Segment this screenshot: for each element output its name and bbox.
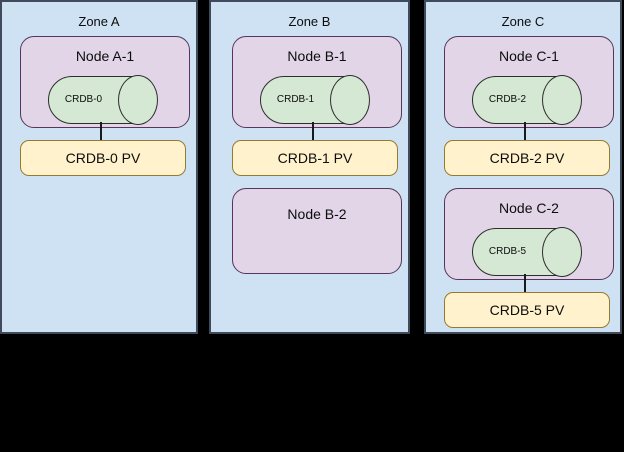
database-crdb-0-label: CRDB-0 bbox=[64, 94, 103, 105]
cylinder-cap bbox=[542, 75, 582, 125]
node-b-2-title: Node B-2 bbox=[287, 206, 347, 222]
volume-crdb-2-pv-label: CRDB-2 PV bbox=[489, 149, 565, 166]
volume-crdb-0-pv-label: CRDB-0 PV bbox=[65, 149, 141, 166]
node-b-2: Node B-2 bbox=[232, 188, 402, 274]
database-crdb-5-label: CRDB-5 bbox=[488, 246, 527, 257]
volume-crdb-1-pv-label: CRDB-1 PV bbox=[277, 149, 353, 166]
node-a-1-title: Node A-1 bbox=[75, 48, 135, 64]
database-crdb-1: CRDB-1 bbox=[260, 75, 370, 125]
node-c-1-title: Node C-1 bbox=[499, 48, 559, 64]
volume-crdb-5-pv: CRDB-5 PV bbox=[444, 292, 610, 328]
cylinder-cap bbox=[542, 227, 582, 277]
database-crdb-0: CRDB-0 bbox=[48, 75, 158, 125]
connector-crdb-1 bbox=[312, 122, 314, 143]
node-c-1: Node C-1 CRDB-2 bbox=[444, 36, 614, 128]
connector-crdb-5 bbox=[524, 274, 526, 295]
volume-crdb-1-pv: CRDB-1 PV bbox=[232, 140, 398, 176]
database-crdb-5: CRDB-5 bbox=[472, 227, 582, 277]
zone-b: Zone B Node B-1 CRDB-1 CRDB-1 PV Node B-… bbox=[209, 0, 410, 334]
node-c-2-title: Node C-2 bbox=[499, 200, 559, 216]
database-crdb-2-label: CRDB-2 bbox=[488, 94, 527, 105]
cylinder-cap bbox=[330, 75, 370, 125]
database-crdb-2: CRDB-2 bbox=[472, 75, 582, 125]
node-b-1: Node B-1 CRDB-1 bbox=[232, 36, 402, 128]
database-crdb-1-label: CRDB-1 bbox=[276, 94, 315, 105]
volume-crdb-5-pv-label: CRDB-5 PV bbox=[489, 301, 565, 318]
volume-crdb-2-pv: CRDB-2 PV bbox=[444, 140, 610, 176]
zone-a: Zone A Node A-1 CRDB-0 CRDB-0 PV bbox=[0, 0, 198, 334]
zone-c: Zone C Node C-1 CRDB-2 CRDB-2 PV Node C-… bbox=[424, 0, 622, 334]
node-b-1-title: Node B-1 bbox=[287, 48, 347, 64]
cylinder-cap bbox=[118, 75, 158, 125]
connector-crdb-0 bbox=[100, 122, 102, 143]
zone-a-title: Zone A bbox=[78, 14, 120, 29]
node-c-2: Node C-2 CRDB-5 bbox=[444, 188, 614, 280]
node-a-1: Node A-1 CRDB-0 bbox=[20, 36, 190, 128]
connector-crdb-2 bbox=[524, 122, 526, 143]
volume-crdb-0-pv: CRDB-0 PV bbox=[20, 140, 186, 176]
zone-c-title: Zone C bbox=[501, 14, 545, 29]
zone-b-title: Zone B bbox=[288, 14, 331, 29]
